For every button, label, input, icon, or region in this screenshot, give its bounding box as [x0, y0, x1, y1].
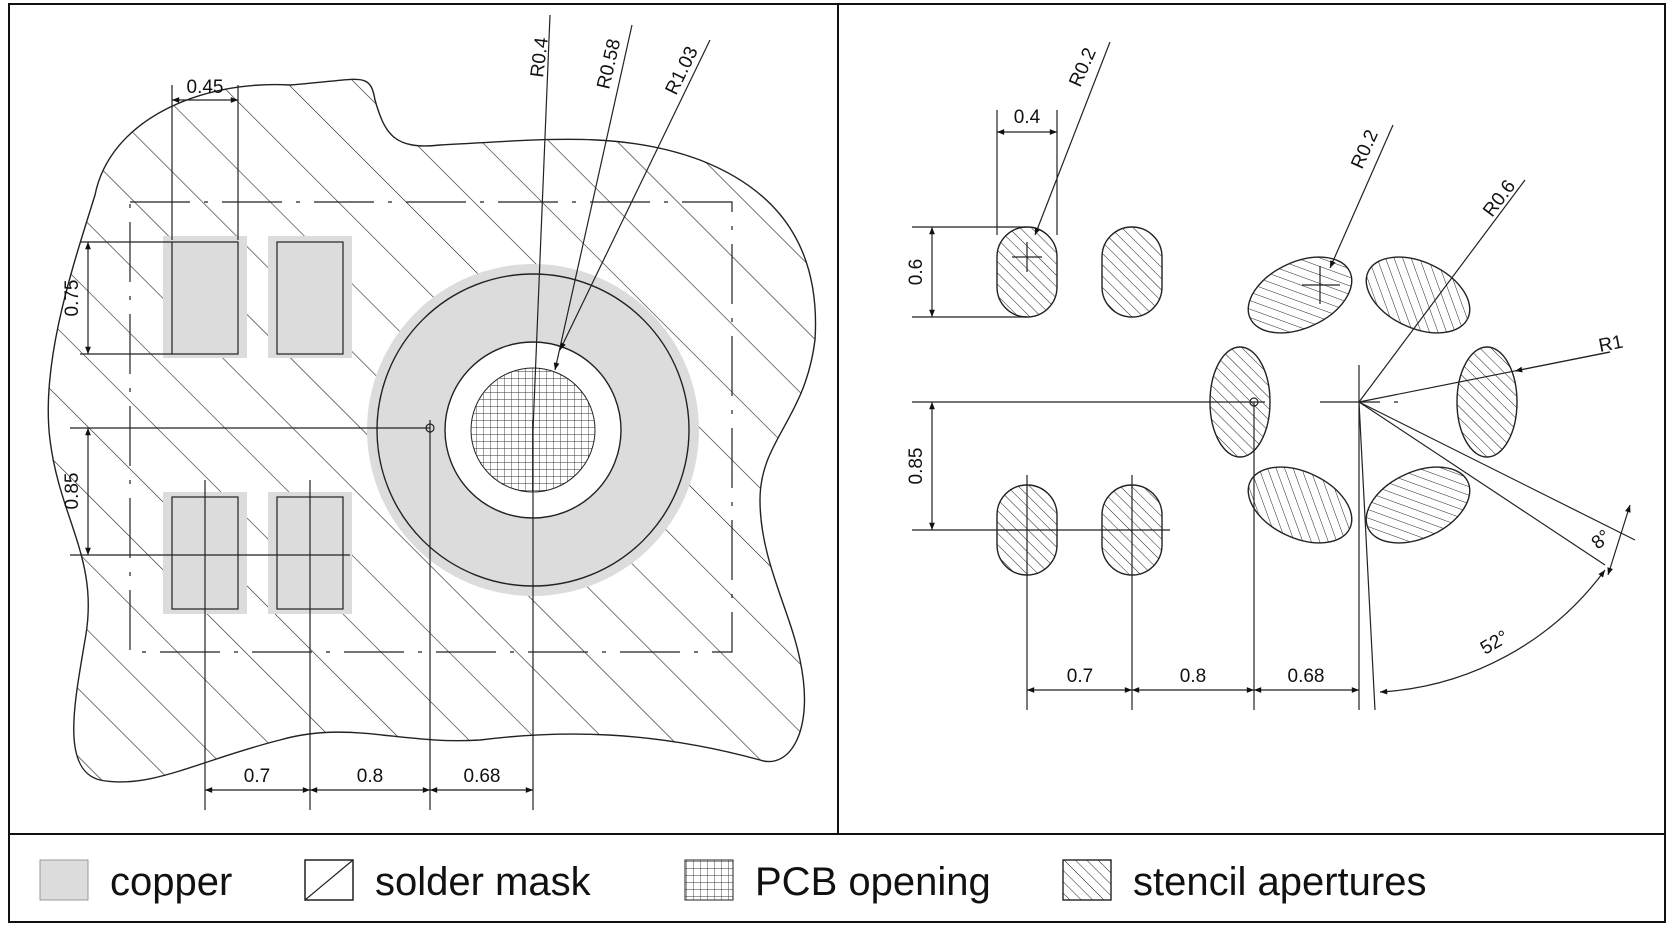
component-outline	[129, 201, 733, 653]
stencil-aperture	[1101, 226, 1163, 318]
legend-label-solder-mask: solder mask	[375, 860, 592, 904]
dim-pitch-3: 0.68	[464, 766, 501, 787]
stencil-petal	[1247, 466, 1353, 544]
stencil-petal	[1365, 256, 1471, 334]
dim-petal-radius: R0.2	[1347, 127, 1383, 172]
dim-pad-height: 0.75	[62, 280, 83, 317]
copper-pad	[163, 236, 247, 358]
dim-corner-radius: R0.2	[1065, 45, 1101, 90]
dim-radius-1: R0.4	[527, 36, 553, 79]
dim-angle-small: 8°	[1588, 526, 1615, 554]
legend-label-stencil-apertures: stencil apertures	[1133, 860, 1426, 904]
stencil-petal	[1247, 256, 1353, 334]
dim-row-pitch: 0.85	[62, 473, 83, 510]
dim-ring-radius: R1	[1597, 332, 1625, 357]
leader-line	[532, 14, 551, 431]
dim-pitch-1: 0.7	[244, 766, 270, 787]
right-view: 0.4 0.6 0.85 0.7 0.8 0.68 R0.2 R0.2 R0.6…	[906, 41, 1636, 711]
dim-aperture-height: 0.6	[906, 259, 927, 285]
legend-swatch-copper	[39, 859, 89, 901]
leader-line	[1329, 124, 1394, 269]
legend: copper solder mask PCB opening stencil a…	[39, 859, 1426, 904]
petal-group	[1209, 256, 1518, 544]
dim-angle-large: 52°	[1477, 627, 1512, 660]
pad-outline	[276, 241, 344, 355]
left-view: 0.45 0.75 0.85 0.7 0.8 0.68 R0.4 R0.58 R…	[47, 14, 817, 810]
angle-ray	[1358, 401, 1606, 566]
copper-pad	[268, 236, 352, 358]
dim-aperture-width: 0.4	[1014, 107, 1041, 128]
angle-ray	[1358, 401, 1376, 711]
angle-arc-small	[1607, 504, 1631, 576]
dim-row-pitch-right: 0.85	[906, 448, 927, 485]
dim-pad-width: 0.45	[187, 77, 224, 98]
dim-radius-3: R1.03	[662, 43, 703, 98]
pad-outline	[171, 241, 239, 355]
dim-pitch-2: 0.8	[357, 766, 383, 787]
center-mark	[425, 423, 435, 433]
legend-swatch-stencil-apertures	[1062, 859, 1112, 901]
dim-pitch-1-right: 0.7	[1067, 666, 1093, 687]
leader-line	[1034, 41, 1111, 236]
legend-label-pcb-opening: PCB opening	[755, 860, 991, 904]
leader-line	[553, 24, 633, 371]
legend-label-copper: copper	[110, 860, 232, 904]
legend-swatch-pcb-opening	[684, 859, 734, 901]
dim-pitch-2-right: 0.8	[1180, 666, 1206, 687]
leader-line	[1358, 179, 1526, 403]
stencil-petal	[1456, 346, 1518, 458]
dim-pitch-3-right: 0.68	[1288, 666, 1325, 687]
leader-line	[559, 39, 711, 351]
stencil-petal	[1365, 466, 1471, 544]
angle-ray	[1358, 401, 1636, 541]
dim-petal-arc: R0.6	[1479, 176, 1520, 221]
angle-arc-large	[1379, 569, 1606, 695]
dim-radius-2: R0.58	[593, 37, 625, 91]
